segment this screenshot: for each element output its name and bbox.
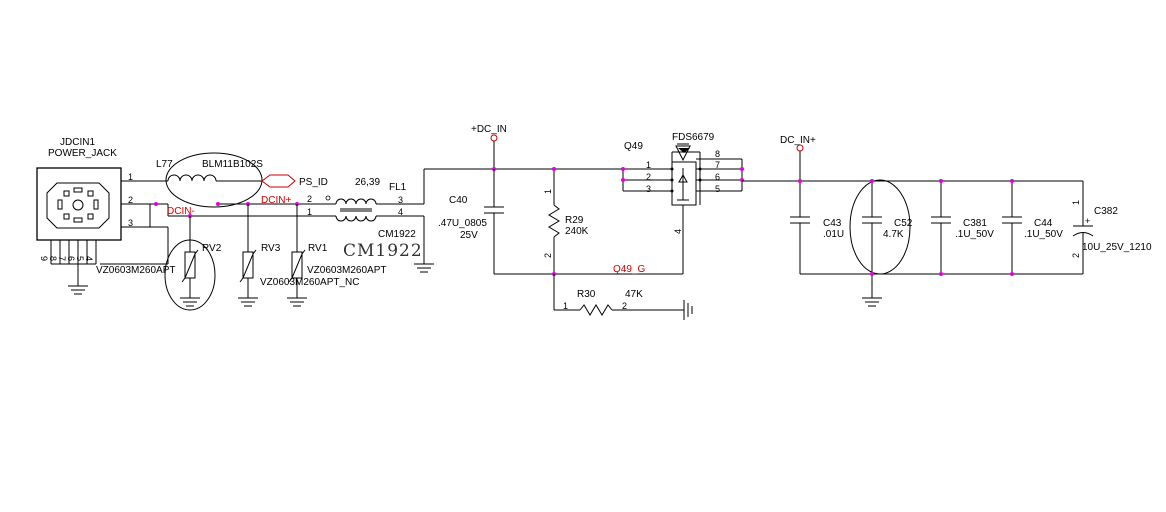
capacitor-c44 <box>1002 181 1022 274</box>
common-mode-filter-fl1 <box>330 198 424 222</box>
c382-pin-1: 1 <box>1071 200 1081 205</box>
q49-pin-3: 3 <box>646 184 651 194</box>
q49-pin-5: 5 <box>715 184 720 194</box>
net-plus-dc-in: +DC_IN <box>471 124 507 135</box>
filter-part: CM1922 <box>378 229 416 240</box>
c382-ref: C382 <box>1094 206 1118 217</box>
c381-value: .1U_50V <box>955 229 994 240</box>
capacitor-c43 <box>790 181 810 274</box>
q49-ref: Q49 <box>624 141 643 152</box>
filter-pin-2: 2 <box>307 194 312 204</box>
jack-pin-4: 4 <box>84 256 94 261</box>
varistor-rv2 <box>180 216 200 307</box>
ferrite-ref: L77 <box>156 159 173 170</box>
ferrite-highlight-ellipse <box>165 152 263 208</box>
r30-value: 47K <box>625 289 643 300</box>
filter-part-large: CM1922 <box>343 241 423 261</box>
c52-value: 4.7K <box>883 229 904 240</box>
net-dcin-plus: DCIN+ <box>261 195 291 206</box>
c52-highlight-ellipse <box>849 179 911 275</box>
capacitor-c52 <box>862 181 882 307</box>
c382-pin-2: 2 <box>1071 253 1081 258</box>
filter-pages: 26,39 <box>355 177 380 188</box>
rv3-ref: RV3 <box>261 243 281 254</box>
r29-value: 240K <box>565 226 589 237</box>
connector-type: POWER_JACK <box>48 148 117 159</box>
filter-pin-3: 3 <box>398 195 403 205</box>
c44-value: .1U_50V <box>1024 229 1063 240</box>
c43-ref: C43 <box>823 218 842 229</box>
jack-pin-3: 3 <box>128 218 133 228</box>
q49-pin-1: 1 <box>646 160 651 170</box>
connector-ref: JDCIN1 <box>60 137 95 148</box>
c381-ref: C381 <box>963 218 987 229</box>
net-dc-in-plus: DC_IN+ <box>780 135 816 146</box>
jack-pin-2: 2 <box>128 195 133 205</box>
jack-pin-6: 6 <box>66 256 76 261</box>
jack-pin-7: 7 <box>57 256 67 261</box>
rv1-ref: RV1 <box>308 243 328 254</box>
mosfet-q49 <box>622 143 743 206</box>
q49-part: FDS6679 <box>672 132 715 143</box>
ps-id-port <box>261 174 296 188</box>
ferrite-part: BLM11B102S <box>202 159 263 170</box>
c382-value: 10U_25V_1210 <box>1082 242 1152 253</box>
capacitor-c381 <box>931 181 951 274</box>
filter-pin-1: 1 <box>307 207 312 217</box>
varistor-rv3 <box>238 204 258 307</box>
resistor-r30 <box>553 274 684 316</box>
q49-pin-4: 4 <box>673 229 683 234</box>
r30-pin-1: 1 <box>563 301 568 311</box>
c40-value: .47U_0805 <box>438 218 487 229</box>
capacitor-c40 <box>484 169 504 274</box>
jack-pin-8: 8 <box>48 256 58 261</box>
rv1-part: VZ0603M260APT <box>307 265 387 276</box>
c52-ref: C52 <box>894 218 913 229</box>
r30-ref: R30 <box>577 289 596 300</box>
c44-ref: C44 <box>1034 218 1053 229</box>
q49-pin-6: 6 <box>715 172 720 182</box>
net-q49-g: Q49_G <box>613 264 645 275</box>
q49-pin-8: 8 <box>715 149 720 159</box>
c382-plus: + <box>1085 216 1090 226</box>
rv2-part: VZ0603M260APT <box>96 265 176 276</box>
q49-pin-2: 2 <box>646 172 651 182</box>
r29-pin-2: 2 <box>543 253 553 258</box>
rv3-part: VZ0603M260APT_NC <box>260 277 360 288</box>
jack-pin-1: 1 <box>128 172 133 182</box>
q49-pin-7: 7 <box>715 160 720 170</box>
filter-ref: FL1 <box>389 182 407 193</box>
ground-r30 <box>683 300 693 320</box>
filter-pin-4: 4 <box>398 207 403 217</box>
c40-voltage: 25V <box>460 230 478 241</box>
ferrite-bead-l77 <box>167 174 217 182</box>
jack-pin-5: 5 <box>75 256 85 261</box>
c43-value: .01U <box>823 229 844 240</box>
capacitor-c382 <box>1072 181 1094 274</box>
jack-pin-9: 9 <box>39 256 49 261</box>
r29-pin-1: 1 <box>543 189 553 194</box>
resistor-r29 <box>548 169 560 274</box>
power-jack-symbol <box>36 167 122 241</box>
r30-pin-2: 2 <box>622 301 627 311</box>
r29-ref: R29 <box>565 215 584 226</box>
jack-bottom-pins <box>50 240 97 295</box>
net-dcin-minus: DCIN- <box>167 206 195 217</box>
varistor-rv1 <box>287 204 307 307</box>
c40-ref: C40 <box>449 195 468 206</box>
ps-id-label: PS_ID <box>299 177 328 188</box>
rv2-ref: RV2 <box>202 243 222 254</box>
